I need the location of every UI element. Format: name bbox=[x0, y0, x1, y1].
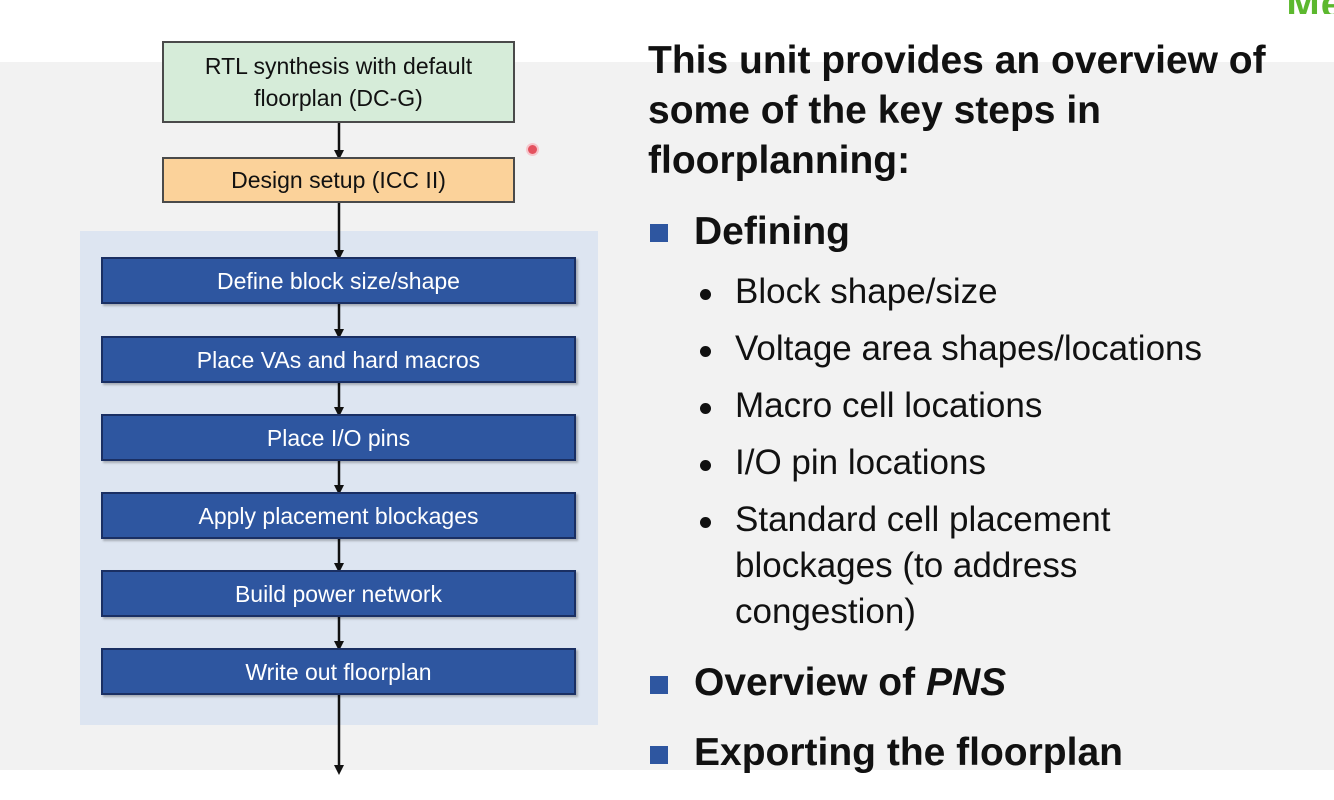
step-apply-blockages: Apply placement blockages bbox=[101, 492, 576, 539]
step-label: Place I/O pins bbox=[266, 424, 411, 451]
step-build-power-network: Build power network bbox=[101, 570, 576, 617]
bullet-square-icon bbox=[650, 676, 668, 694]
bullet-dot-icon bbox=[700, 517, 711, 528]
step-label: Apply placement blockages bbox=[198, 502, 479, 529]
step-label: Write out floorplan bbox=[245, 658, 432, 685]
bullet-defining: Defining bbox=[694, 210, 850, 253]
pointer-dot bbox=[528, 145, 537, 154]
step-place-io-pins: Place I/O pins bbox=[101, 414, 576, 461]
bullet-dot-icon bbox=[700, 403, 711, 414]
bullet-exporting: Exporting the floorplan bbox=[694, 731, 1123, 774]
step-place-vas-macros: Place VAs and hard macros bbox=[101, 336, 576, 383]
logo: Me bbox=[1184, 0, 1334, 14]
design-setup-box: Design setup (ICC II) bbox=[162, 157, 515, 203]
logo-text: Me bbox=[1286, 0, 1334, 14]
defining-item: Block shape/size bbox=[735, 272, 998, 311]
defining-item: I/O pin locations bbox=[735, 443, 986, 482]
bullet-dot-icon bbox=[700, 460, 711, 471]
bullet-square-icon bbox=[650, 746, 668, 764]
bullet-dot-icon bbox=[700, 346, 711, 357]
step-define-block-size: Define block size/shape bbox=[101, 257, 576, 304]
defining-item: Voltage area shapes/locations bbox=[735, 329, 1202, 368]
step-label: Define block size/shape bbox=[217, 267, 460, 294]
defining-item-line: congestion) bbox=[735, 592, 916, 631]
pns-term: PNS bbox=[925, 661, 1007, 704]
bullet-pns: Overview of PNS bbox=[694, 659, 1006, 707]
rtl-synthesis-box: RTL synthesis with default floorplan (DC… bbox=[162, 41, 515, 123]
bullet-dot-icon bbox=[700, 289, 711, 300]
defining-item-line: Standard cell placement bbox=[735, 500, 1111, 539]
slide-heading: This unit provides an overview of some o… bbox=[648, 39, 1266, 182]
step-label: Build power network bbox=[234, 580, 443, 607]
step-write-floorplan: Write out floorplan bbox=[101, 648, 576, 695]
pns-prefix: Overview of bbox=[694, 661, 926, 704]
rtl-synthesis-label: RTL synthesis with default floorplan (DC… bbox=[204, 53, 473, 111]
defining-item-line: blockages (to address bbox=[735, 546, 1078, 585]
step-label: Place VAs and hard macros bbox=[196, 346, 481, 373]
design-setup-label: Design setup (ICC II) bbox=[231, 167, 446, 193]
defining-item: Macro cell locations bbox=[735, 386, 1043, 425]
defining-item-blockages: Standard cell placement blockages (to ad… bbox=[735, 497, 1295, 635]
bullet-square-icon bbox=[650, 224, 668, 242]
